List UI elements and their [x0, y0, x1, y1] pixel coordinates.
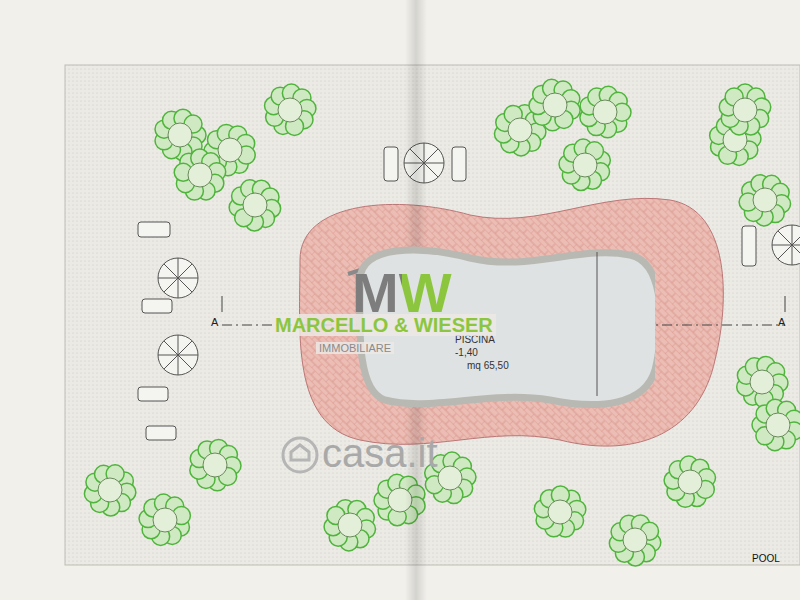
- tree-symbol: [229, 180, 280, 231]
- tree-symbol: [324, 500, 375, 551]
- tree-symbol: [190, 439, 241, 490]
- tree-symbol: [139, 494, 190, 545]
- tree-symbol: [559, 139, 610, 190]
- tree-symbol: [752, 399, 800, 450]
- tree-symbol: [719, 84, 770, 135]
- caption-label: POOL: [752, 553, 780, 564]
- watermark: IMMOBILIARE: [316, 342, 394, 354]
- section-mark: A: [778, 316, 785, 328]
- tree-symbol: [534, 486, 585, 537]
- tree-symbol: [174, 149, 225, 200]
- umbrella-symbol: [158, 258, 198, 298]
- tree-symbol: [664, 456, 715, 507]
- tree-symbol: [265, 84, 316, 135]
- watermark: MARCELLO & WIESER: [272, 314, 496, 336]
- umbrella-symbol: [772, 225, 800, 265]
- section-mark: A: [211, 316, 218, 328]
- tree-symbol: [529, 79, 580, 130]
- pool-label: mq 65,50: [455, 359, 509, 372]
- watermark: casa.it: [322, 431, 438, 475]
- tree-symbol: [609, 515, 660, 566]
- pool-label: -1,40: [455, 346, 509, 359]
- tree-symbol: [84, 465, 135, 516]
- tree-symbol: [739, 175, 790, 226]
- umbrella-symbol: [158, 335, 198, 375]
- tree-symbol: [580, 86, 631, 137]
